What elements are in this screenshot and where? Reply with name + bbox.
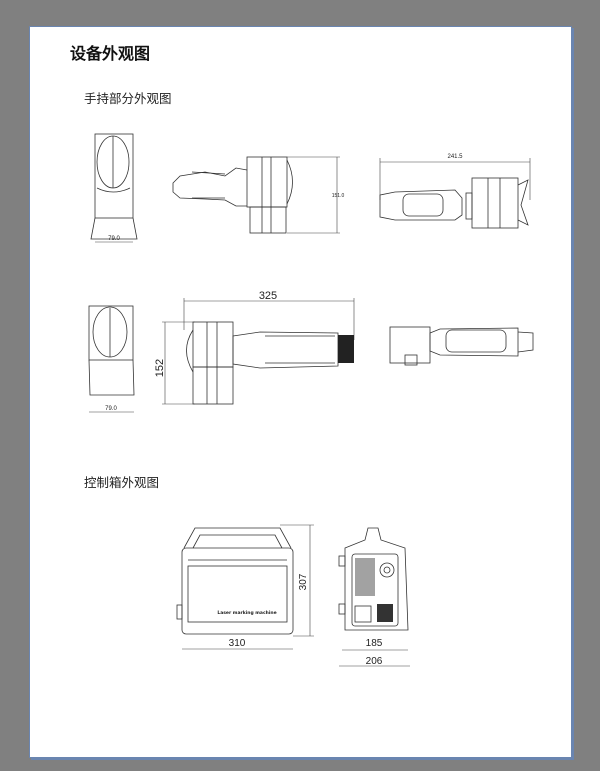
- handheld-top-view-1: 241.5: [379, 154, 531, 229]
- section-heading-handheld: 手持部分外观图: [84, 91, 172, 106]
- dimension-label: 151.0: [332, 193, 345, 199]
- dimension-label: 79.0: [108, 236, 120, 242]
- handheld-side-view-1: 151.0: [172, 156, 345, 234]
- control-box-front-view: Laser marking machine 310 307: [176, 524, 314, 650]
- dimension-label-depth: 185: [366, 638, 383, 649]
- handheld-top-view-2: [389, 326, 534, 366]
- dimension-label: 152: [154, 359, 166, 377]
- front-panel-text: Laser marking machine: [217, 610, 276, 616]
- dimension-label-depth-total: 206: [366, 656, 383, 667]
- handheld-side-view-2: 325 152: [154, 290, 355, 405]
- dimension-label: 79.0: [105, 406, 117, 412]
- dimension-label: 325: [259, 290, 277, 302]
- section-heading-control-box: 控制箱外观图: [84, 475, 160, 490]
- control-box-side-view: 185 206: [338, 527, 410, 667]
- dimension-label: 241.5: [447, 154, 463, 160]
- handheld-front-view-2: 79.0: [88, 305, 135, 413]
- handheld-front-view-1: 79.0: [90, 133, 138, 243]
- dimension-label-height: 307: [298, 573, 309, 590]
- dimension-label-width: 310: [229, 638, 246, 649]
- page-title: 设备外观图: [70, 44, 151, 63]
